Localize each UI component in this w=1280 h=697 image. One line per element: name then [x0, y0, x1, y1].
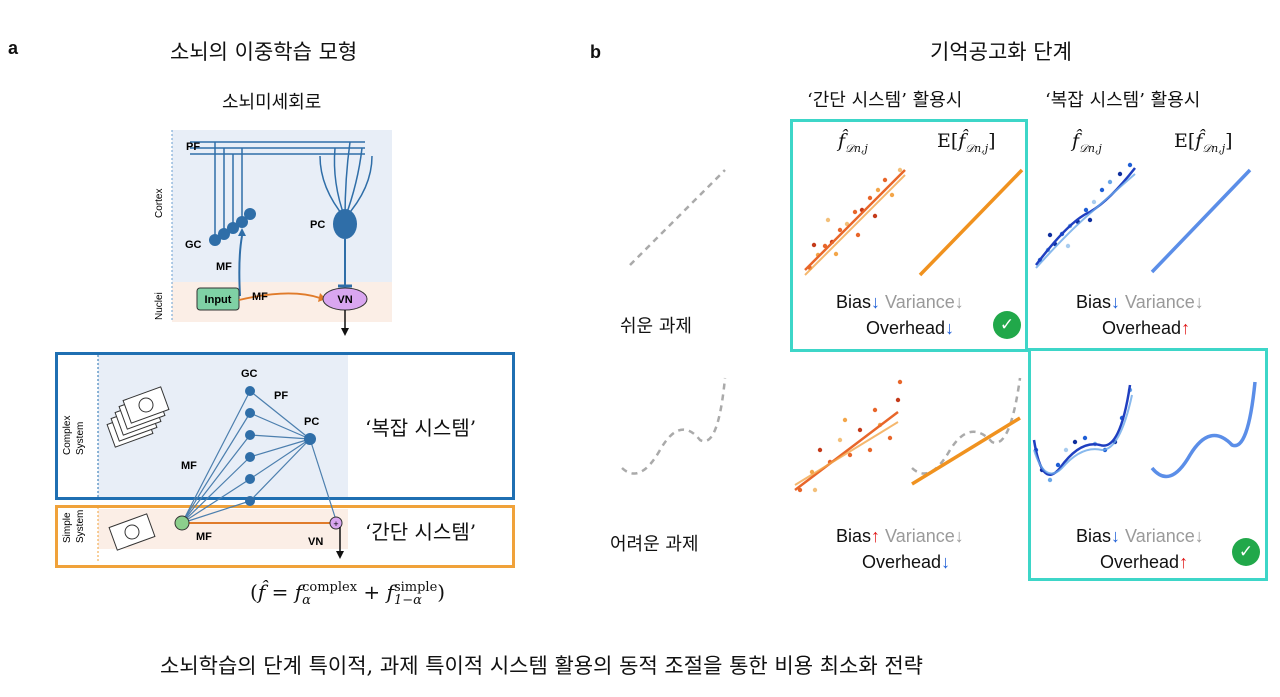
vn-node [329, 516, 343, 530]
gc-node [245, 474, 255, 484]
gc-node [245, 496, 255, 506]
check-icon-easy-simple: ✓ [993, 311, 1021, 339]
column-header-complex: ‘복잡 시스템’ 활용시 [1045, 90, 1201, 111]
pf-label: PF [186, 141, 200, 153]
gc-node [245, 430, 255, 440]
hard-target-curve [621, 377, 727, 475]
hard-complex-overhead: Overhead↑ [1100, 552, 1189, 572]
highlight-easy-simple [790, 119, 1028, 352]
expectation-label-simple: E[f̂𝒟n,j] [937, 130, 996, 155]
gc-node [245, 386, 255, 396]
gc-cell [218, 228, 230, 240]
highlight-hard-complex [1028, 348, 1268, 581]
svg-text:+: + [333, 519, 338, 529]
mf-label: MF [181, 460, 197, 472]
dual-system-diagram: + GC PF PC MF MF VN Complex System Simpl… [62, 355, 348, 563]
complex-system-name: ‘복잡 시스템’ [365, 416, 477, 440]
simple-system-box [55, 505, 515, 568]
simple-side-label: Simple [62, 512, 73, 543]
panel-a-subtitle: 소뇌미세회로 [222, 92, 322, 113]
gc-cell [209, 234, 221, 246]
simple-system-name: ‘간단 시스템’ [365, 520, 477, 544]
mf-node [174, 515, 190, 531]
hard-complex-expectation-curve [1150, 381, 1257, 479]
panel-a-letter: a [8, 38, 19, 58]
expectation-label-complex: E[f̂𝒟n,j] [1174, 130, 1233, 155]
gc-cell [244, 208, 256, 220]
mf-label-simple: MF [196, 531, 212, 543]
simple-side-label-2: System [75, 510, 86, 543]
hard-simple-fit-line [794, 411, 899, 491]
row-label-easy: 쉬운 과제 [620, 316, 692, 337]
easy-complex-expectation-line [1150, 168, 1252, 274]
hard-complex-bias-variance: Bias↓ Variance↓ [1076, 526, 1204, 546]
gc-cell [227, 222, 239, 234]
gc-cell [236, 216, 248, 228]
pf-label: PF [274, 390, 288, 402]
nuclei-label: Nuclei [154, 292, 165, 320]
easy-simple-fit-line [804, 169, 906, 271]
mf-label: MF [216, 261, 232, 273]
easy-complex-overhead: Overhead↑ [1102, 318, 1191, 338]
panel-b-title: 기억공고화 단계 [930, 40, 1072, 64]
input-to-vn-arrow [238, 292, 321, 301]
gc-node [245, 452, 255, 462]
cortex-label: Cortex [154, 189, 165, 218]
easy-simple-bias-variance: Bias↓ Variance↓ [836, 292, 964, 312]
complex-system-box [55, 352, 515, 500]
pc-cell [333, 209, 357, 239]
pc-label: PC [304, 416, 319, 428]
easy-simple-scatter [807, 167, 903, 271]
pc-node [304, 433, 316, 445]
mf-label-2: MF [252, 291, 268, 303]
gc-node [245, 408, 255, 418]
easy-simple-overhead: Overhead↓ [866, 318, 955, 338]
cerebellar-microcircuit-diagram: Input VN PF GC PC MF MF Cortex Nuclei [154, 130, 392, 336]
easy-target-curve [629, 169, 726, 266]
fit-label-complex: f̂𝒟n,j [1072, 130, 1102, 155]
vn-label-simple: VN [308, 536, 323, 548]
hard-simple-bias-variance: Bias↑ Variance↓ [836, 526, 964, 546]
mf-fiber [238, 235, 243, 297]
panel-a-title: 소뇌의 이중학습 모형 [170, 40, 358, 64]
task-curves-plots [621, 162, 1257, 493]
row-label-hard: 어려운 과제 [610, 534, 699, 555]
easy-complex-bias-variance: Bias↓ Variance↓ [1076, 292, 1204, 312]
hard-simple-overhead: Overhead↓ [862, 552, 951, 572]
money-bill-icon [108, 513, 156, 551]
cortex-region [172, 130, 392, 282]
easy-simple-expectation-line [918, 168, 1024, 277]
input-box [196, 287, 240, 311]
figure-caption: 소뇌학습의 단계 특이적, 과제 특이적 시스템 활용의 동적 조절을 통한 비… [160, 654, 923, 678]
pc-label: PC [310, 219, 325, 231]
panel-b-letter: b [590, 42, 601, 62]
hard-complex-fit-curve [1032, 384, 1132, 476]
check-icon-hard-complex: ✓ [1232, 538, 1260, 566]
column-header-simple: ‘간단 시스템’ 활용시 [807, 90, 963, 111]
input-label: Input [205, 294, 232, 306]
hard-simple-expectation-line [911, 416, 1021, 486]
easy-complex-scatter [1037, 162, 1133, 263]
vn-label: VN [337, 294, 352, 306]
gc-label: GC [241, 368, 258, 380]
money-stack-icon [106, 386, 170, 448]
complex-side-label: Complex [62, 416, 73, 455]
complex-side-label-2: System [75, 422, 86, 455]
gc-label: GC [185, 239, 202, 251]
fit-label-simple: f̂𝒟n,j [838, 130, 868, 155]
